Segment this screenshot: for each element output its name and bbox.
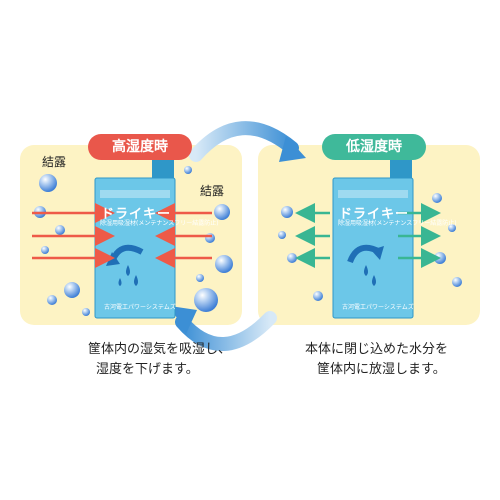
- caption-line: 筐体内の湿気を吸湿し、: [88, 342, 232, 357]
- cycle-arrow-icon: [170, 121, 306, 351]
- droplet-icon: [134, 275, 138, 286]
- absorb-arrows: [32, 203, 212, 268]
- caption-line: 本体に閉じ込めた水分を: [305, 342, 449, 357]
- caption-line: 湿度を下げます。: [96, 362, 199, 377]
- card-title-left: ドライキー: [101, 207, 172, 222]
- card-footer-left: 古河電工パワーシステムズ: [104, 304, 176, 311]
- condensation-label-right: 結露: [200, 184, 225, 198]
- droplet-icon: [372, 275, 376, 286]
- water-bubble-icon: [278, 193, 462, 301]
- caption-line: 筐体内に放湿します。: [317, 362, 446, 377]
- low-humidity-caption: 本体に閉じ込めた水分を 筐体内に放湿します。: [305, 340, 448, 380]
- release-arrows: [295, 203, 441, 268]
- droplet-icon: [126, 265, 130, 276]
- droplet-icon: [118, 278, 122, 286]
- high-humidity-caption: 筐体内の湿気を吸湿し、 湿度を下げます。: [88, 340, 231, 380]
- card-subtitle-right: 除湿用吸湿材(メンテナンスフリー結露防止): [338, 220, 457, 227]
- high-humidity-badge: 高湿度時: [88, 134, 192, 160]
- water-bubble-icon: [34, 166, 233, 316]
- dryky-card-right: [332, 139, 414, 319]
- condensation-label-left: 結露: [42, 155, 67, 169]
- low-humidity-badge: 低湿度時: [322, 134, 426, 160]
- card-subtitle-left: 除湿用吸湿材(メンテナンスフリー結露防止): [100, 220, 219, 227]
- card-title-right: ドライキー: [339, 207, 410, 222]
- droplet-icon: [364, 265, 368, 276]
- card-footer-right: 古河電工パワーシステムズ: [342, 304, 414, 311]
